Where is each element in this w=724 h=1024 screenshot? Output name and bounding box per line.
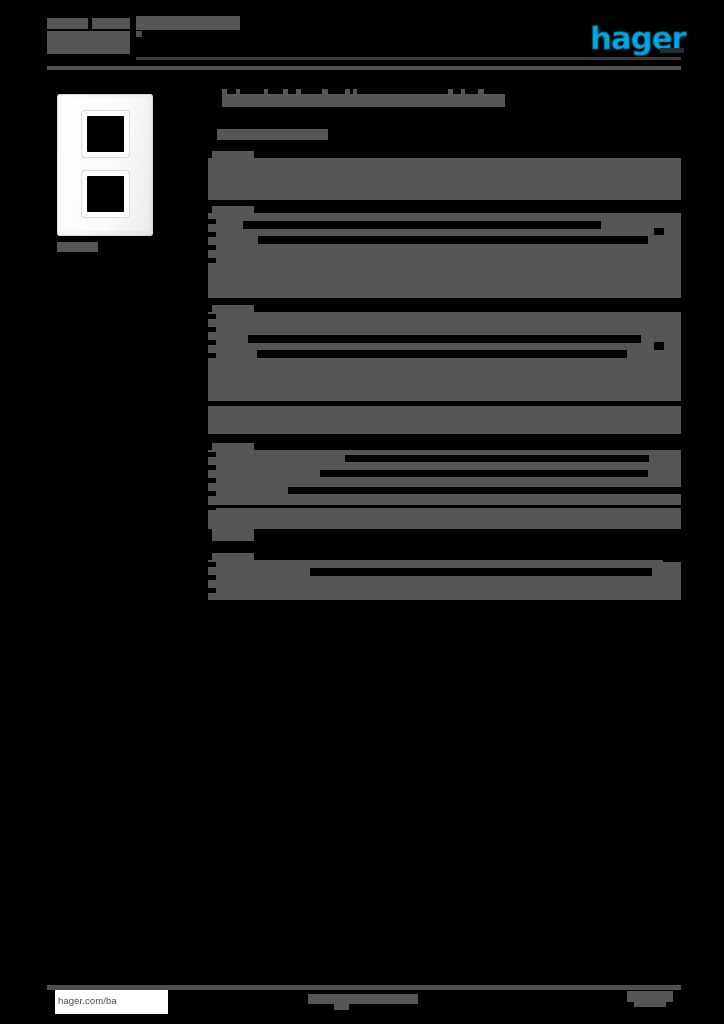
- title-ascender: [322, 89, 328, 95]
- footer-rule: [47, 985, 681, 990]
- section-2-row-gap: [208, 258, 216, 263]
- section-4b-row-gap: [208, 505, 216, 510]
- section-4-footnote: [212, 529, 254, 541]
- header-title-block-4: [47, 31, 130, 54]
- header-title-block-1: [47, 18, 88, 29]
- section-5-value-bar: [310, 568, 652, 576]
- section-2-value-bar: [654, 228, 664, 235]
- title-ascender: [264, 89, 268, 95]
- wall-plate-outer-frame: [57, 94, 153, 236]
- section-4-value-bar: [288, 487, 681, 494]
- section-2-value-bar: [258, 236, 648, 244]
- title-ascender: [236, 89, 240, 95]
- section-3-row-gap: [208, 327, 216, 332]
- title-ascender: [353, 89, 357, 95]
- section-3-row-gap: [208, 314, 216, 319]
- section-5-header-tab: [212, 553, 254, 560]
- footer-url-link[interactable]: hager.com/ba: [58, 996, 117, 1007]
- section-1-header-tab: [212, 151, 254, 158]
- section-5-row-gap: [208, 575, 216, 580]
- section-2-row-gap: [208, 219, 216, 224]
- section-4-row-gap: [208, 452, 216, 457]
- footer-center-text: [308, 994, 418, 1004]
- title-ascender: [345, 89, 350, 95]
- section-3-value-bar: [257, 350, 627, 358]
- section-3b-value-bar: [249, 401, 681, 408]
- page-title: [222, 94, 505, 107]
- header-rule: [47, 66, 681, 70]
- section-3b-body: [208, 406, 681, 434]
- footer-url-box: [55, 990, 168, 1014]
- section-3-header-tab: [212, 305, 254, 312]
- title-ascender: [222, 89, 227, 95]
- section-2-row-gap: [208, 232, 216, 237]
- title-ascender: [296, 89, 301, 95]
- section-4-header-tab: [212, 443, 254, 450]
- title-ascender: [478, 89, 484, 95]
- footer-right-text-line2: [634, 1002, 666, 1007]
- section-5-row-gap: [208, 588, 216, 593]
- header-title-tail: [136, 31, 142, 37]
- footer-right-text: [627, 991, 673, 1002]
- header-title-block-3: [136, 16, 240, 30]
- section-3-value-bar: [248, 335, 641, 343]
- section-2-row-gap: [208, 245, 216, 250]
- section-4-row-gap: [208, 465, 216, 470]
- section-4b-body: [208, 508, 681, 529]
- wall-plate-opening-top: [87, 116, 124, 152]
- section-4-value-bar: [345, 455, 649, 462]
- page-header: hager: [0, 0, 724, 80]
- product-image: [57, 94, 153, 236]
- section-4-row-gap: [208, 478, 216, 483]
- header-thin-rule: [136, 57, 681, 60]
- logo-underline: [660, 48, 684, 53]
- section-4-value-bar: [320, 470, 648, 477]
- product-image-caption: [57, 242, 98, 252]
- section-2-header-tab: [212, 206, 254, 213]
- wall-plate-opening-bottom: [87, 176, 124, 212]
- section-5-row-gap: [208, 562, 216, 567]
- footer-center-text-line2: [334, 1004, 349, 1010]
- section-5-right-gap: [663, 556, 681, 562]
- page-subtitle: [217, 129, 328, 140]
- title-ascender: [461, 89, 465, 95]
- title-ascender: [448, 89, 453, 95]
- section-2-value-bar: [243, 221, 601, 229]
- section-5-body: [208, 560, 681, 600]
- section-1-body: [208, 158, 681, 200]
- title-ascender: [283, 89, 288, 95]
- section-4-row-gap: [208, 491, 216, 496]
- header-title-block-2: [92, 18, 130, 29]
- section-3-row-gap: [208, 340, 216, 345]
- section-3-row-gap: [208, 353, 216, 358]
- section-3-value-bar: [654, 342, 664, 350]
- section-3b-row-gap: [208, 401, 216, 407]
